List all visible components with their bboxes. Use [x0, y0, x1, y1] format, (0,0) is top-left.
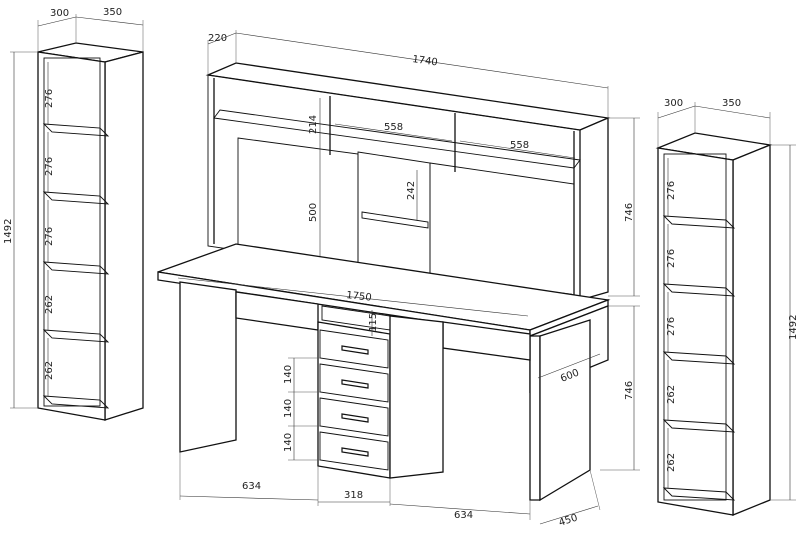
- hutch-depth-label: 220: [208, 33, 227, 44]
- right-shelf-label-5: 262: [666, 453, 677, 472]
- left-width-label: 350: [103, 7, 122, 18]
- hutch-side: [579, 117, 609, 301]
- drawer-fronts: [319, 329, 389, 471]
- desk-right-leg-front: [529, 335, 541, 501]
- desk-left-leg: [179, 281, 237, 453]
- right-bookcase: 300 350 1492 276 276 276 262 262: [655, 98, 799, 516]
- left-bookcase-front: [37, 51, 106, 421]
- desk-leg-depth-dim: [539, 505, 599, 525]
- right-shelf-2: [662, 283, 736, 297]
- hutch-upper-right-label: 558: [510, 140, 529, 151]
- left-bookcase: 300 350 1492 276 276 276 262 262: [3, 7, 144, 421]
- desk-height-label: 746: [624, 381, 635, 400]
- hutch-depth-dim: [207, 32, 237, 45]
- desk-middle-panel: [389, 315, 444, 479]
- hutch-width-label: 1740: [412, 54, 439, 68]
- right-height-label: 1492: [788, 315, 799, 340]
- drawer-height-label-3: 140: [283, 433, 294, 452]
- hutch-side-height-label: 500: [308, 203, 319, 222]
- hutch-shelf-top: [213, 109, 581, 169]
- desk-bottom-right-label: 634: [454, 510, 473, 521]
- desk-leg-depth-label: 450: [558, 512, 580, 528]
- right-shelf-3: [662, 351, 736, 365]
- left-shelf-5: [42, 395, 110, 409]
- right-bookcase-shelves: [662, 215, 736, 501]
- drawer-front-3: [319, 397, 389, 437]
- desk-drawer-unit: [317, 321, 391, 479]
- left-shelf-3: [42, 261, 110, 275]
- left-depth-label: 300: [50, 8, 69, 19]
- desk-width-label: 1750: [346, 290, 372, 304]
- right-bookcase-side: [732, 144, 771, 516]
- desk-bottom-left-label: 634: [242, 481, 261, 492]
- left-height-label: 1492: [3, 219, 14, 244]
- left-shelf-1: [42, 123, 110, 137]
- drawer-front-2: [319, 363, 389, 403]
- drawer-handle-4: [341, 447, 369, 457]
- left-bookcase-shelves: [42, 123, 110, 409]
- right-shelf-label-2: 276: [666, 249, 677, 268]
- drawer-front-1: [319, 329, 389, 369]
- drawer-front-4: [319, 431, 389, 471]
- right-width-dim: [694, 105, 771, 119]
- desk-top-gap: [321, 305, 391, 331]
- left-bookcase-side: [104, 51, 144, 421]
- right-shelf-label-4: 262: [666, 385, 677, 404]
- desk-right-leg-side: [539, 319, 591, 502]
- desk-bottom-right-dim: [389, 503, 531, 515]
- left-shelf-label-3: 276: [44, 227, 55, 246]
- drawer-handle-2: [341, 379, 369, 389]
- left-shelf-4: [42, 329, 110, 343]
- right-shelf-5: [662, 487, 736, 501]
- desk-bottom-middle-label: 318: [344, 490, 363, 501]
- right-depth-dim: [657, 105, 696, 119]
- desk: 1750 600 746 115 140 140 140 634 318 634…: [157, 243, 640, 529]
- left-depth-dim: [37, 16, 77, 27]
- left-shelf-label-4: 262: [44, 295, 55, 314]
- right-width-label: 350: [722, 98, 741, 109]
- hutch-height-label: 746: [624, 203, 635, 222]
- hutch-top: [205, 62, 611, 131]
- hutch-upper-left-label: 558: [384, 122, 403, 133]
- left-bookcase-opening: [43, 57, 101, 407]
- drawer-height-label-2: 140: [283, 399, 294, 418]
- left-shelf-2: [42, 191, 110, 205]
- hutch-shelf-height-label: 214: [308, 115, 319, 134]
- desk-bottom-left-dim: [179, 495, 319, 501]
- desk-hutch: 220 1740 746 214 558 558 500 242 318 679…: [205, 30, 640, 301]
- drawer-handle-1: [341, 345, 369, 355]
- right-shelf-label-1: 276: [666, 181, 677, 200]
- right-shelf-4: [662, 419, 736, 433]
- hutch-middle-shelf: [361, 211, 429, 229]
- left-shelf-label-1: 276: [44, 89, 55, 108]
- left-shelf-label-5: 262: [44, 361, 55, 380]
- drawer-height-label-1: 140: [283, 365, 294, 384]
- hutch-width-dim: [235, 32, 609, 89]
- desk-width-dim: [177, 277, 529, 317]
- right-depth-label: 300: [664, 98, 683, 109]
- right-shelf-label-3: 276: [666, 317, 677, 336]
- drawer-handle-3: [341, 413, 369, 423]
- right-shelf-1: [662, 215, 736, 229]
- right-bookcase-opening: [663, 153, 727, 501]
- desk-depth-dim: [537, 353, 601, 379]
- desk-top-gap-label: 115: [368, 313, 379, 332]
- left-shelf-label-2: 276: [44, 157, 55, 176]
- left-width-dim: [75, 16, 144, 26]
- hutch-middle-shelf-label: 242: [406, 181, 417, 200]
